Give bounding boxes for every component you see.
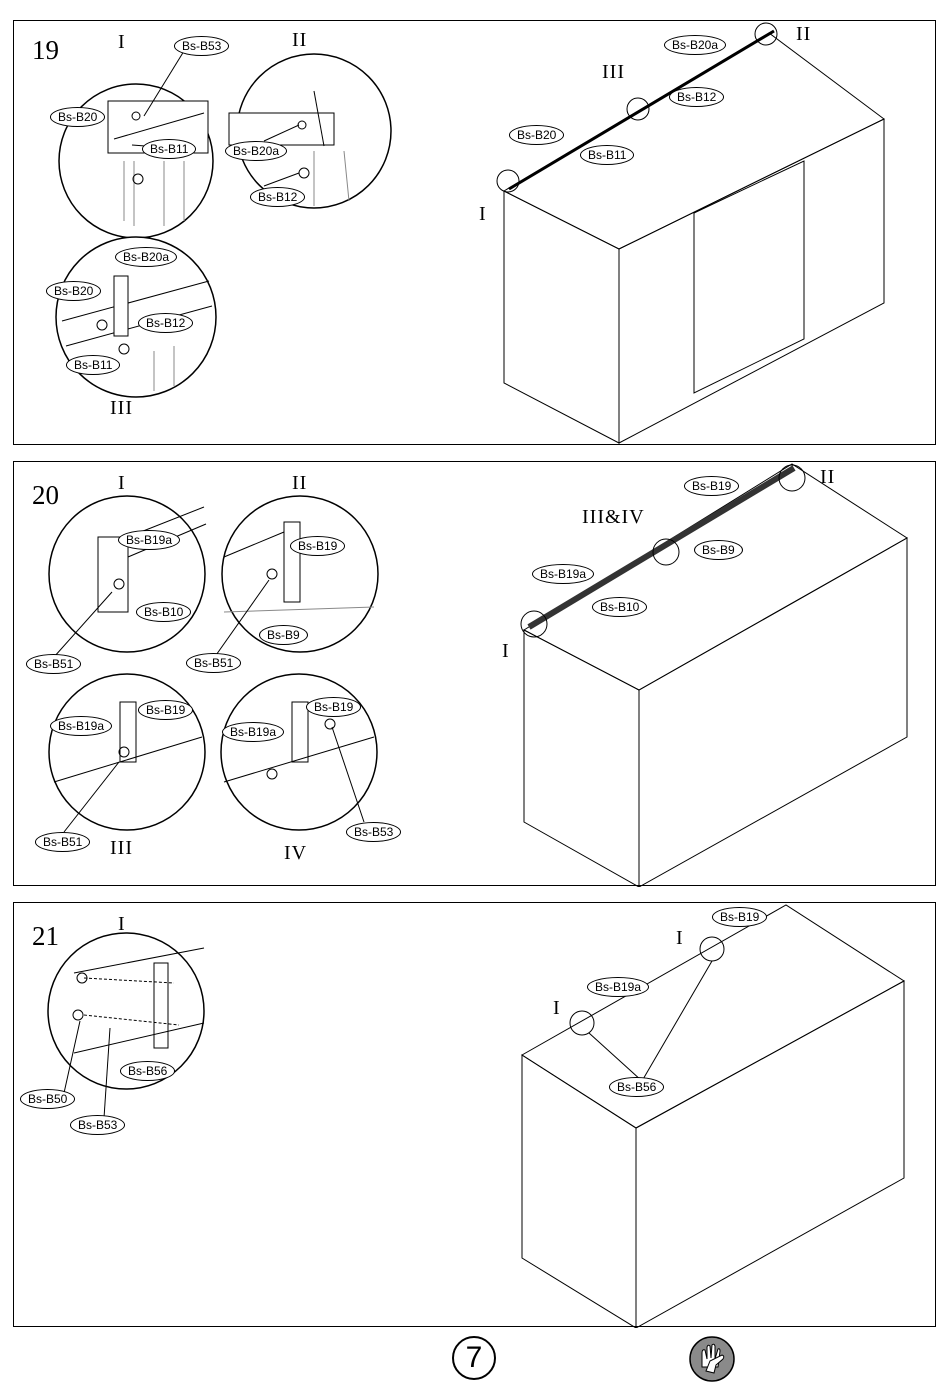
callout-circle-i	[699, 936, 725, 962]
detail-roman-label: II	[292, 472, 308, 494]
part-label: Bs-B53	[70, 1115, 126, 1135]
leader-line	[53, 591, 113, 658]
step-20-illustration	[48, 463, 908, 887]
part-label: Bs-B19	[290, 536, 346, 556]
callout-circle-i	[496, 169, 520, 193]
part-label: Bs-B12	[138, 313, 194, 333]
step-21-illustration	[47, 904, 905, 1328]
detail-21-i-circle	[47, 932, 205, 1090]
step-number: 19	[32, 35, 59, 65]
part-label: Bs-B19a	[587, 977, 650, 997]
part-label: Bs-B20	[46, 281, 102, 301]
part-label: Bs-B56	[120, 1061, 176, 1081]
part-label: Bs-B20a	[664, 35, 727, 55]
detail-roman-label: I	[118, 913, 126, 935]
part-label: Bs-B11	[142, 139, 197, 159]
part-label: Bs-B19	[138, 700, 194, 720]
leader-line	[641, 960, 713, 1082]
step-20-panel: 20 I II III IV Bs-B19a Bs-B10 Bs-B51 Bs-…	[13, 461, 936, 887]
part-label: Bs-B20	[509, 125, 565, 145]
gloves-icon	[689, 1336, 735, 1382]
leader-line	[63, 761, 120, 833]
main-roman-label: II	[820, 466, 836, 488]
part-label: Bs-B51	[35, 832, 91, 852]
leader-line	[63, 1020, 81, 1094]
part-label: Bs-B53	[174, 36, 230, 56]
step-number: 21	[32, 921, 59, 951]
leader-line	[143, 50, 185, 117]
part-label: Bs-B10	[136, 602, 192, 622]
detail-roman-label: III	[110, 837, 133, 859]
shed-21-drawing	[521, 904, 905, 1328]
page-number: 7	[452, 1336, 496, 1380]
part-label: Bs-B20a	[225, 141, 288, 161]
main-roman-label: III&IV	[582, 506, 645, 528]
main-roman-label: I	[479, 203, 487, 225]
detail-roman-label: III	[110, 397, 133, 419]
detail-roman-label: IV	[284, 842, 308, 864]
main-roman-label: I	[553, 997, 561, 1019]
part-label: Bs-B9	[694, 540, 743, 560]
leader-line	[213, 579, 270, 659]
detail-roman-label: I	[118, 31, 126, 53]
part-label: Bs-B19a	[118, 530, 181, 550]
leader-line	[331, 726, 365, 823]
part-label: Bs-B19a	[50, 716, 113, 736]
shed-20-drawing	[522, 463, 908, 887]
callout-circle-iii-iv	[652, 538, 680, 566]
part-label: Bs-B53	[346, 822, 402, 842]
detail-roman-label: I	[118, 472, 126, 494]
part-label: Bs-B12	[250, 187, 306, 207]
part-label: Bs-B19	[712, 907, 768, 927]
part-label: Bs-B19	[306, 697, 362, 717]
part-label: Bs-B12	[669, 87, 725, 107]
callout-circle-ii	[778, 464, 806, 492]
callout-circle-i	[569, 1010, 595, 1036]
part-label: Bs-B19	[684, 476, 740, 496]
step-number: 20	[32, 480, 59, 510]
part-label: Bs-B20a	[115, 247, 178, 267]
step-21-panel: 21 I Bs-B56 Bs-B50 Bs-B53 I I Bs-B19 Bs-…	[13, 902, 936, 1328]
shed-19-drawing	[502, 29, 885, 444]
callout-circle-iii	[626, 97, 650, 121]
leader-line	[103, 1027, 111, 1119]
part-label: Bs-B19a	[222, 722, 285, 742]
part-label: Bs-B20	[50, 107, 106, 127]
part-label: Bs-B11	[580, 145, 635, 165]
part-label: Bs-B56	[609, 1077, 665, 1097]
part-label: Bs-B51	[186, 653, 242, 673]
main-roman-label: I	[676, 927, 684, 949]
detail-20-iv-circle	[220, 673, 378, 831]
leader-line	[263, 172, 300, 187]
part-label: Bs-B10	[592, 597, 648, 617]
step-19-illustration	[55, 22, 885, 444]
leader-line	[588, 1032, 643, 1082]
part-label: Bs-B19a	[532, 564, 595, 584]
callout-circle-i	[520, 610, 548, 638]
main-roman-label: I	[502, 640, 510, 662]
part-label: Bs-B11	[66, 355, 121, 375]
main-roman-label: II	[796, 23, 812, 45]
step-19-panel: 19 I II III Bs-B53 Bs-B20 Bs-B11 Bs-B20a…	[13, 20, 936, 445]
detail-roman-label: II	[292, 29, 308, 51]
leader-line	[263, 124, 300, 142]
callout-circle-ii	[754, 22, 778, 46]
detail-20-i-circle	[48, 495, 207, 653]
part-label: Bs-B50	[20, 1089, 76, 1109]
part-label: Bs-B51	[26, 654, 82, 674]
detail-20-iii-circle	[48, 673, 206, 831]
part-label: Bs-B9	[259, 625, 308, 645]
main-roman-label: III	[602, 61, 625, 83]
detail-19-ii-circle	[228, 53, 392, 209]
